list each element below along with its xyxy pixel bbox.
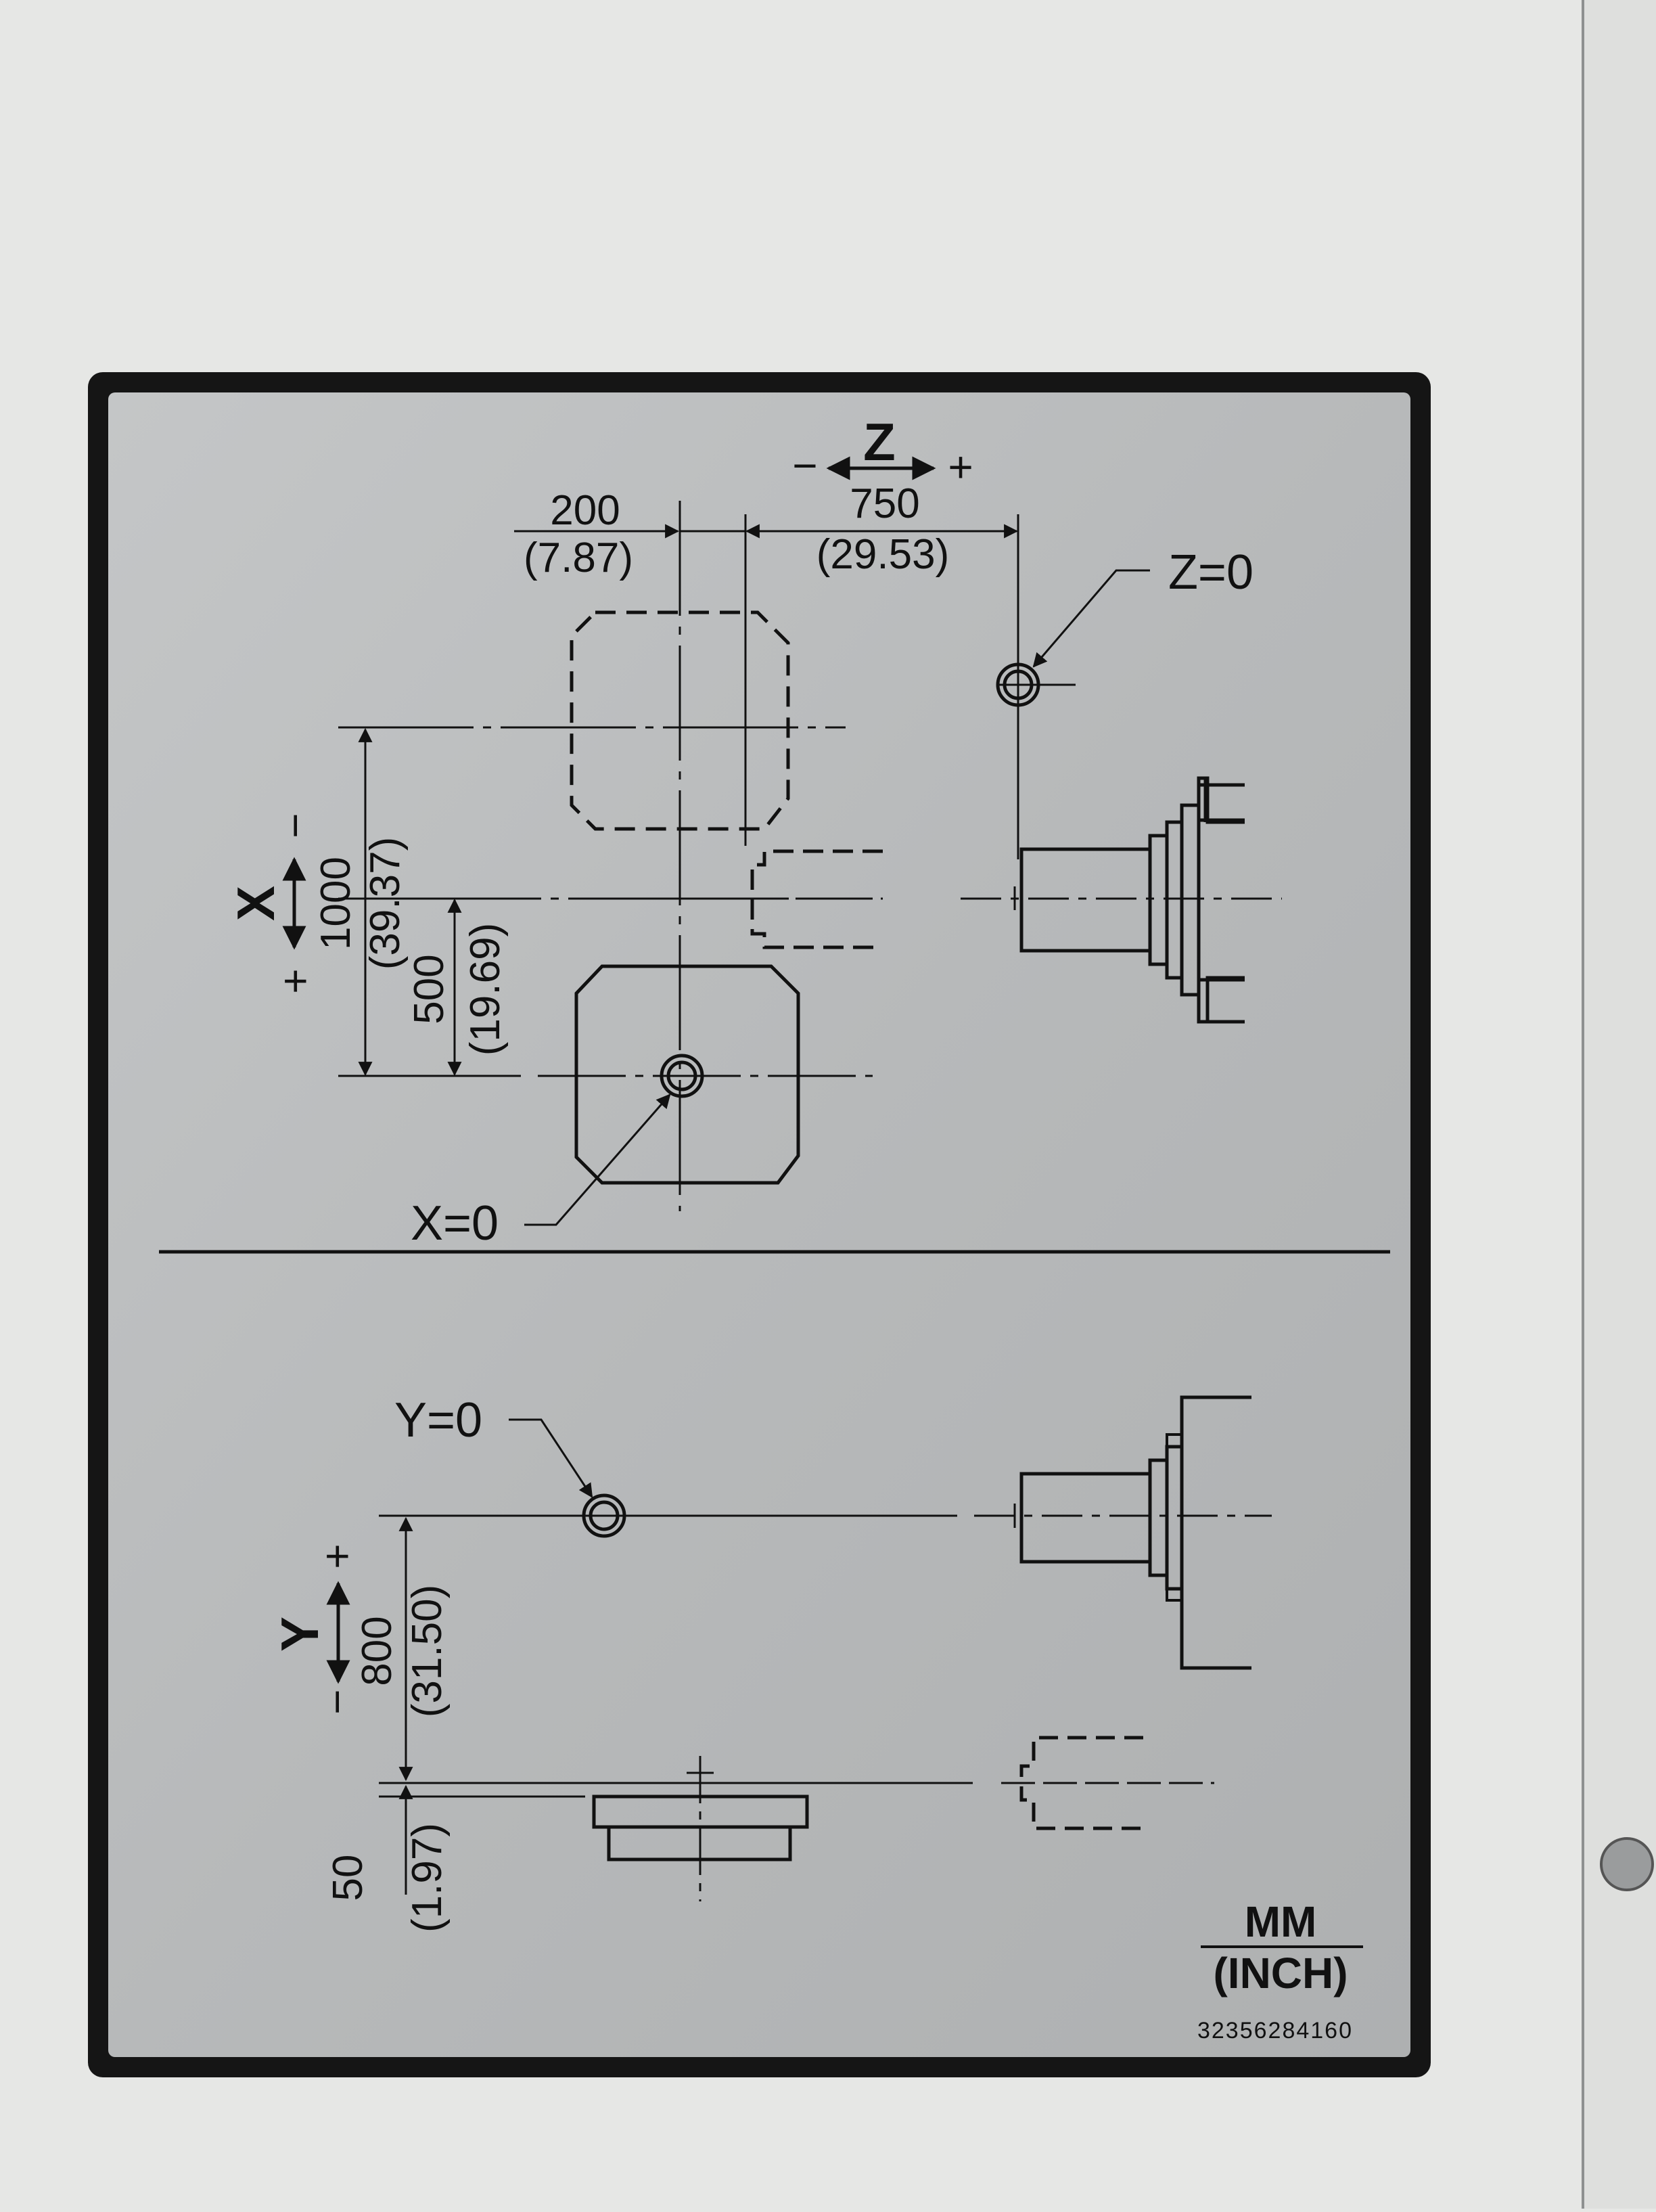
z-axis-plus: + (948, 443, 973, 491)
door-lock-icon (1600, 1837, 1654, 1891)
plate-face (108, 392, 1410, 2057)
z-zero-label: Z=0 (1168, 545, 1254, 600)
dim-750-value: 750 (850, 480, 919, 527)
dim-500-inch: (19.69) (462, 923, 509, 1056)
dim-50-inch: (1.97) (404, 1823, 451, 1933)
y-zero-label: Y=0 (394, 1393, 482, 1447)
dim-200-inch: (7.87) (524, 535, 633, 581)
dim-1000-inch: (39.37) (362, 837, 409, 970)
dim-750-inch: (29.53) (816, 531, 949, 578)
instruction-plate (88, 372, 1431, 2077)
dim-1000-value: 1000 (313, 857, 359, 950)
z-axis-minus: − (792, 441, 817, 490)
x-axis-minus: − (271, 813, 319, 838)
y-axis-label: Y (270, 1617, 329, 1652)
y-axis-plus: + (313, 1543, 361, 1568)
x-axis-label: X (226, 886, 285, 921)
x-zero-label: X=0 (411, 1196, 499, 1250)
part-number: 32356284160 (1197, 2018, 1353, 2044)
z-axis-label: Z (863, 412, 896, 472)
dim-50-value: 50 (325, 1855, 371, 1901)
dim-800-value: 800 (354, 1616, 400, 1686)
bottom-section-drawing (326, 1395, 1272, 1901)
dim-800-inch: (31.50) (404, 1585, 451, 1717)
units-mm: MM (1245, 1897, 1317, 1946)
dim-200-value: 200 (550, 487, 620, 534)
y-axis-minus: − (313, 1689, 361, 1714)
units-inch: (INCH) (1213, 1949, 1348, 1997)
top-section-drawing (282, 456, 1282, 1226)
dim-500-value: 500 (406, 954, 453, 1024)
x-axis-plus: + (271, 968, 319, 993)
